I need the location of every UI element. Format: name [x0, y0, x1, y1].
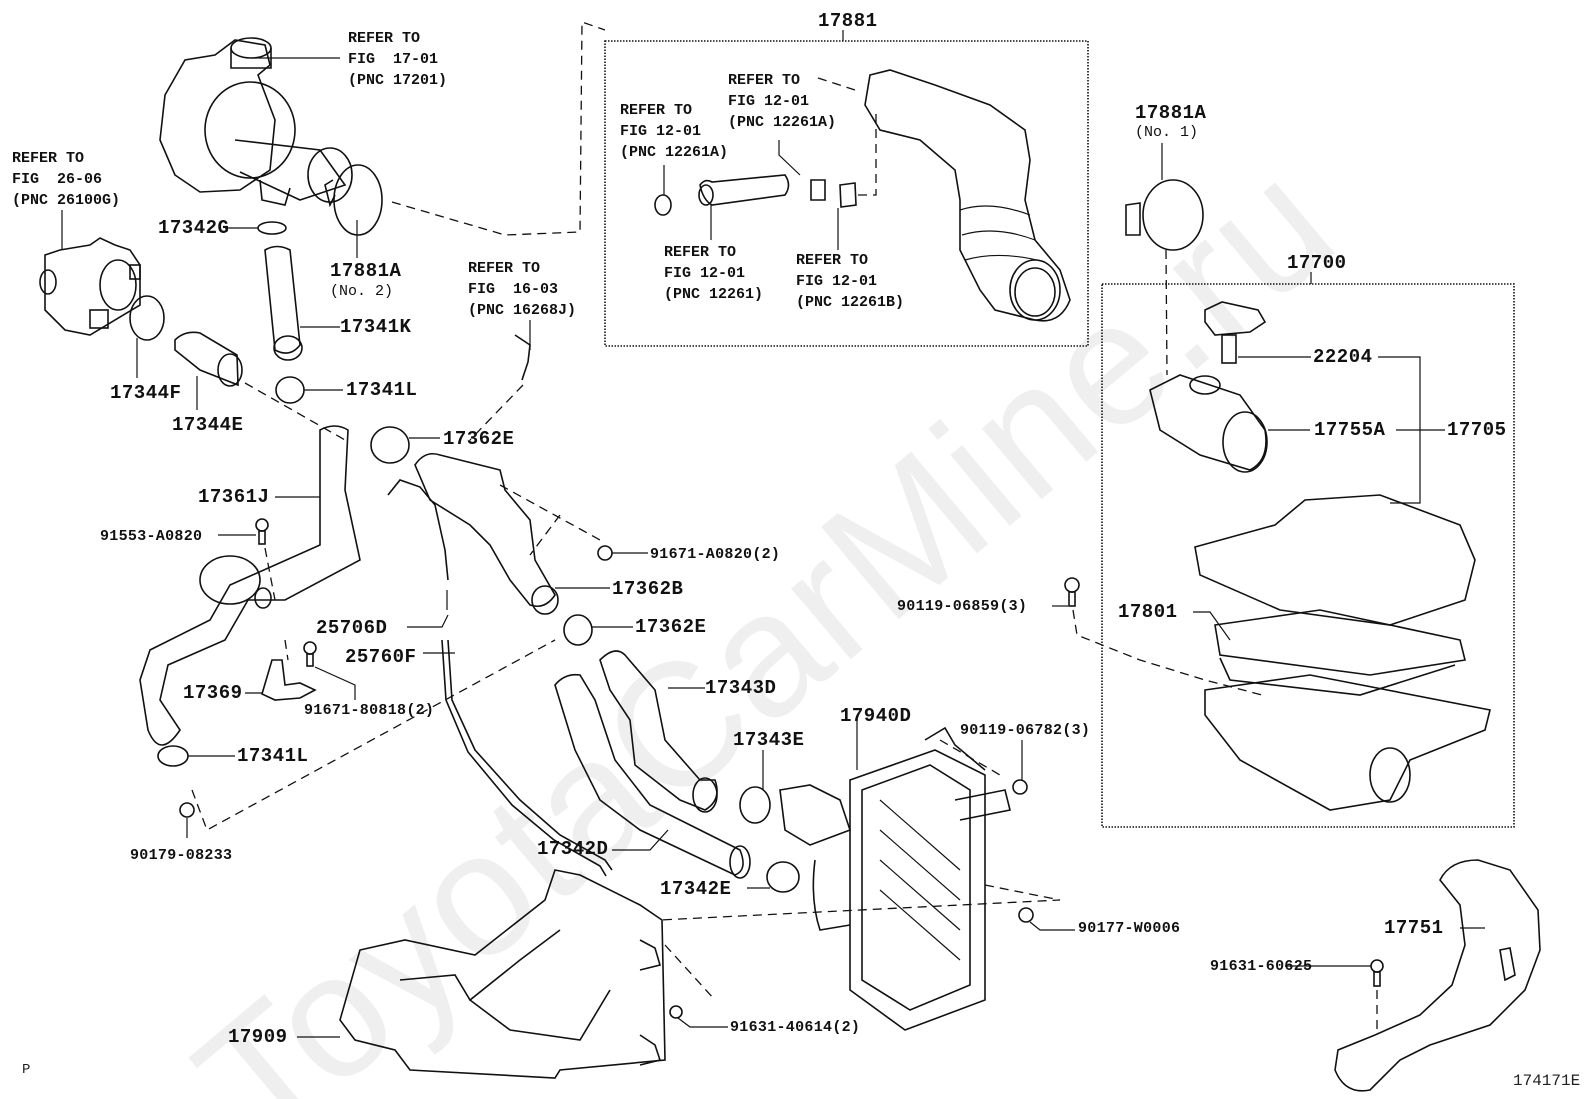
intake-hose-17881-drawing: [864, 69, 1071, 322]
figure-code: 174171E: [1513, 1072, 1581, 1090]
part-17881A-no1-note: (No. 1): [1135, 124, 1199, 141]
part-17342D[interactable]: 17342D: [537, 838, 609, 860]
part-17362E-mid[interactable]: 17362E: [635, 616, 707, 638]
air-duct-17751-drawing: [1334, 859, 1541, 1092]
part-17341L-bottom[interactable]: 17341L: [237, 745, 309, 767]
part-17705[interactable]: 17705: [1447, 419, 1507, 441]
part-91671-A0820[interactable]: 91671-A0820(2): [650, 546, 781, 563]
part-91631-60625[interactable]: 91631-60625: [1210, 958, 1313, 975]
reference-turbo: REFER TO FIG 17-01 (PNC 17201): [348, 30, 448, 89]
reference-clamp-12261B: REFER TO FIG 12-01 (PNC 12261B): [796, 252, 905, 311]
turbocharger-drawing: [159, 37, 353, 206]
intercooler-drawing: [779, 726, 1011, 1031]
pipe-17361J: [139, 425, 361, 746]
air-duct-17909-drawing: [339, 869, 666, 1079]
clamp-17881A-no2: [333, 164, 383, 236]
part-17362B[interactable]: 17362B: [612, 578, 684, 600]
part-90119-06782[interactable]: 90119-06782(3): [960, 722, 1091, 739]
part-17881A-no2[interactable]: 17881A: [330, 260, 402, 282]
part-91631-40614[interactable]: 91631-40614(2): [730, 1019, 861, 1036]
part-17801[interactable]: 17801: [1118, 601, 1178, 623]
corner-mark: P: [22, 1062, 31, 1078]
group-box-17881: [604, 40, 1089, 347]
reference-throttle: REFER TO FIG 26-06 (PNC 26100G): [12, 150, 121, 209]
part-17341L-top[interactable]: 17341L: [346, 379, 418, 401]
part-17343E[interactable]: 17343E: [733, 729, 805, 751]
group-box-17700: [1101, 283, 1515, 828]
throttle-body-drawing: [39, 237, 141, 336]
reference-pipe: REFER TO FIG 16-03 (PNC 16268J): [468, 260, 577, 319]
part-22204[interactable]: 22204: [1313, 346, 1373, 368]
part-17342E[interactable]: 17342E: [660, 878, 732, 900]
part-17343D[interactable]: 17343D: [705, 677, 777, 699]
group-label-17700: 17700: [1287, 252, 1347, 274]
group-label-17881: 17881: [818, 10, 878, 32]
part-17362E-top[interactable]: 17362E: [443, 428, 515, 450]
part-17344E[interactable]: 17344E: [172, 414, 244, 436]
reference-hose-clamp-12261A-left: REFER TO FIG 12-01 (PNC 12261A): [620, 102, 729, 161]
part-17342G[interactable]: 17342G: [158, 217, 230, 239]
reference-hose-12261: REFER TO FIG 12-01 (PNC 12261): [664, 244, 764, 303]
part-25760F[interactable]: 25760F: [345, 646, 417, 668]
part-17361J[interactable]: 17361J: [198, 486, 270, 508]
air-cleaner-drawing: [1194, 494, 1491, 811]
part-17940D[interactable]: 17940D: [840, 705, 912, 727]
part-17344F[interactable]: 17344F: [110, 382, 182, 404]
part-17341K[interactable]: 17341K: [340, 316, 412, 338]
reference-hose-clamp-12261A-right: REFER TO FIG 12-01 (PNC 12261A): [728, 72, 837, 131]
hose-17343D: [599, 650, 718, 811]
part-17755A[interactable]: 17755A: [1314, 419, 1386, 441]
part-91553-A0820[interactable]: 91553-A0820: [100, 528, 203, 545]
part-25706D[interactable]: 25706D: [316, 617, 388, 639]
part-91671-80818[interactable]: 91671-80818(2): [304, 702, 435, 719]
part-17909[interactable]: 17909: [228, 1026, 288, 1048]
part-17881A-no1[interactable]: 17881A: [1135, 102, 1207, 124]
part-90177-W0006[interactable]: 90177-W0006: [1078, 920, 1181, 937]
part-90119-06859[interactable]: 90119-06859(3): [897, 598, 1028, 615]
part-17881A-no2-note: (No. 2): [330, 283, 394, 300]
part-17369[interactable]: 17369: [183, 682, 243, 704]
part-17751[interactable]: 17751: [1384, 917, 1444, 939]
part-90179-08233[interactable]: 90179-08233: [130, 847, 233, 864]
